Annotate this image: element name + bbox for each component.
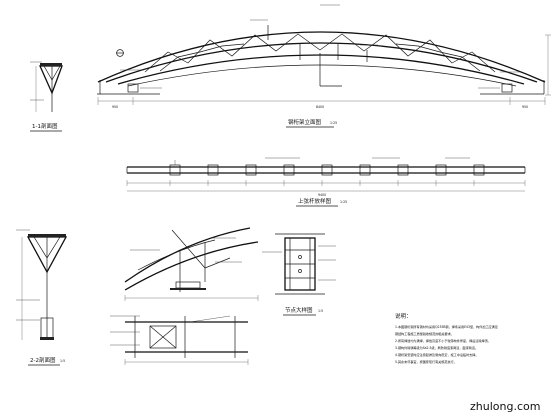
notes-line: 5.其余未尽事宜，按国家现行有关规范执行。 xyxy=(395,359,457,364)
detail-title: 节点大样图 xyxy=(285,306,313,314)
support-detail-plan xyxy=(110,315,249,365)
dim-middle: 8400 xyxy=(316,105,324,109)
truss-elevation: 950 8400 950 钢桁架立面图 1:25 xyxy=(97,4,551,128)
detail-scale: 1:5 xyxy=(318,309,323,313)
watermark-text: zhulong.com xyxy=(470,400,540,413)
notes-line: 4.钢桁架安装时应注意起拱及侧向稳定，施工中设临时支撑。 xyxy=(395,352,478,357)
notes-line: 钢结构工程施工质量验收规范的相关要求。 xyxy=(395,331,454,336)
notes-title: 说明： xyxy=(395,312,412,320)
chord-total-dim: 9400 xyxy=(318,193,326,197)
notes-line: 3.钢构件除锈等级为Sa2.5级，刷防锈底漆两道，面漆两道。 xyxy=(395,345,478,350)
dim-left: 950 xyxy=(112,105,118,109)
top-chord-title: 上弦杆放样图 xyxy=(298,197,332,205)
notes-line: 1.本图钢桁架所有钢材均采用Q235B钢，焊条采用E43型，构件加工应满足 xyxy=(395,324,498,329)
top-chord-layout: 9400 上弦杆放样图 1:25 xyxy=(126,157,526,207)
support-detail-elevation xyxy=(124,227,259,301)
main-elevation-title: 钢桁架立面图 xyxy=(288,118,322,126)
notes-line: 2.所有焊缝均为满焊，焊缝高度不小于较薄构件厚度，焊后清除焊渣。 xyxy=(395,338,491,343)
section-1-title: 1-1剖面图 xyxy=(32,122,58,130)
section-1-1: 1-1剖面图 xyxy=(30,61,63,132)
notes-block: 说明： 1.本图钢桁架所有钢材均采用Q235B钢，焊条采用E43型，构件加工应满… xyxy=(395,312,498,364)
node-detail: 节点大样图 1:5 xyxy=(262,233,336,316)
top-chord-scale: 1:25 xyxy=(340,200,347,204)
dim-right: 950 xyxy=(522,105,528,109)
section-2-scale: 1:5 xyxy=(60,359,65,363)
main-elevation-scale: 1:25 xyxy=(330,121,337,125)
section-2-2: 2-2剖面图 1:5 xyxy=(16,229,68,366)
section-2-title: 2-2剖面图 xyxy=(30,356,56,364)
